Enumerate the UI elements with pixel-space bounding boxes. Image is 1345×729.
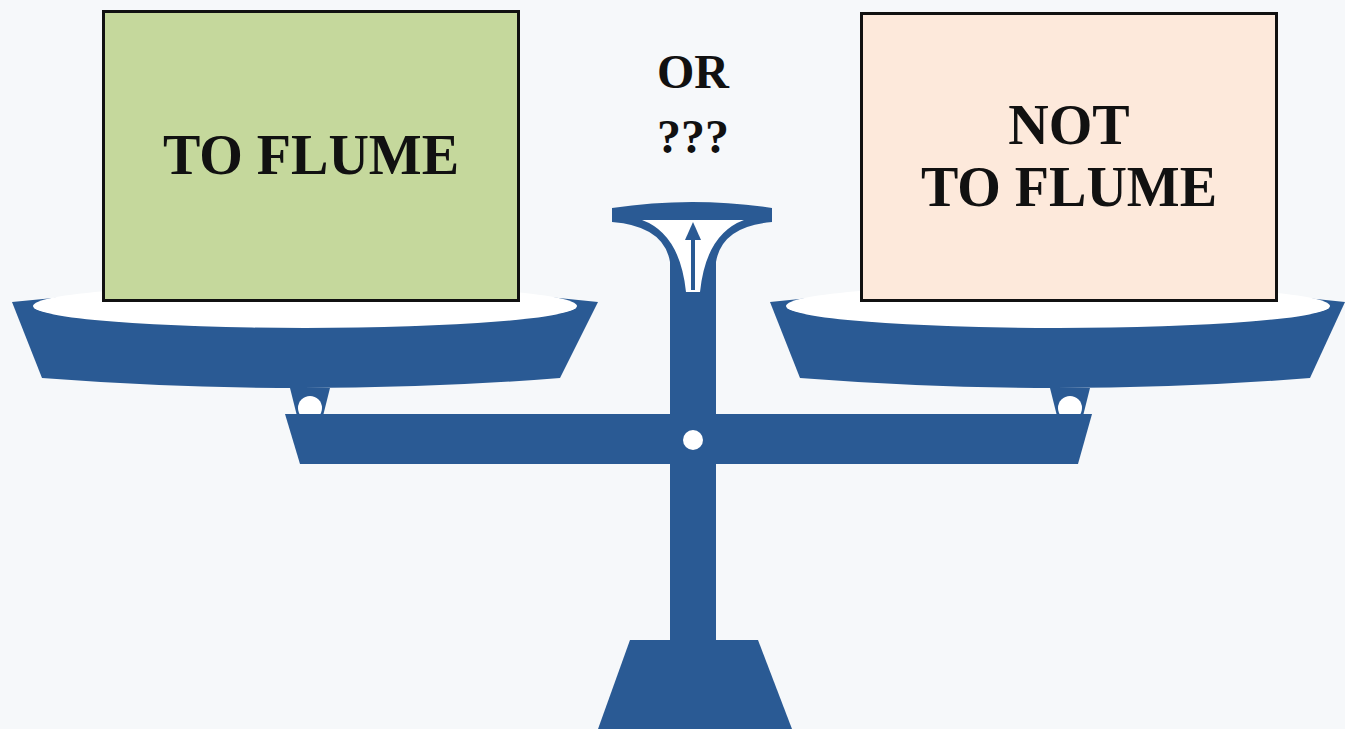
pointer-head xyxy=(685,222,701,240)
option-box: TO FLUME xyxy=(102,10,520,302)
scale-base xyxy=(598,640,792,729)
pointer-needle xyxy=(691,236,695,290)
pointer-window xyxy=(642,220,744,292)
option-text: NOT TO FLUME xyxy=(921,95,1217,218)
option-box: NOT TO FLUME xyxy=(860,12,1278,302)
pivot-dot xyxy=(683,430,703,450)
option-text: TO FLUME xyxy=(163,125,459,187)
scale-pillar xyxy=(612,202,772,645)
question-label: OR ??? xyxy=(618,40,768,170)
